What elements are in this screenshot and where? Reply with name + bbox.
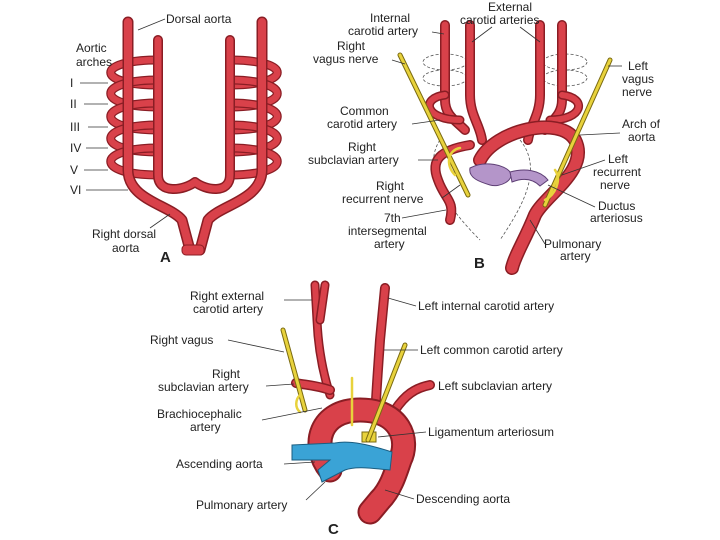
label-right-dorsal-aorta-line1: Right dorsal bbox=[92, 227, 156, 241]
dorsal-aortae bbox=[122, 16, 268, 256]
label-pulmonary-b-line2: artery bbox=[560, 249, 591, 263]
label-common-carotid-line2: carotid artery bbox=[327, 117, 397, 131]
label-seventh-intersegmental-line1: 7th bbox=[384, 211, 401, 225]
label-right-subclavian-c-line2: subclavian artery bbox=[158, 380, 249, 394]
label-left-vagus-line2: vagus bbox=[622, 72, 654, 86]
label-ductus-arteriosus-line1: Ductus bbox=[598, 199, 635, 213]
panel-c-nerves bbox=[280, 327, 408, 443]
label-left-common-carotid: Left common carotid artery bbox=[420, 343, 563, 357]
panel-b: Internal carotid artery External carotid… bbox=[308, 0, 661, 275]
label-internal-carotid-line2: carotid artery bbox=[348, 24, 418, 38]
label-external-carotid-line1: External bbox=[488, 0, 532, 14]
label-arch-of-aorta-line2: aorta bbox=[628, 130, 656, 144]
panel-b-letter: B bbox=[474, 255, 485, 272]
arch-numeral-5: V bbox=[70, 163, 78, 177]
label-external-carotid-line2: carotid arteries bbox=[460, 13, 539, 27]
label-right-vagus-line2: vagus nerve bbox=[313, 52, 379, 66]
label-seventh-intersegmental-line2: intersegmental bbox=[348, 224, 427, 238]
label-left-vagus-line1: Left bbox=[628, 59, 649, 73]
label-left-internal-carotid: Left internal carotid artery bbox=[418, 299, 554, 313]
label-brachiocephalic-line2: artery bbox=[190, 420, 221, 434]
label-pulmonary-artery-c: Pulmonary artery bbox=[196, 498, 287, 512]
label-dorsal-aorta: Dorsal aorta bbox=[166, 12, 232, 26]
arch-numeral-2: II bbox=[70, 97, 77, 111]
label-right-subclavian-b-line2: subclavian artery bbox=[308, 153, 399, 167]
label-aortic-arches-line1: Aortic bbox=[76, 41, 107, 55]
label-right-subclavian-b-line1: Right bbox=[348, 140, 377, 154]
label-right-recurrent-line1: Right bbox=[376, 179, 405, 193]
label-pulmonary-b-line1: Pulmonary bbox=[544, 237, 601, 251]
label-internal-carotid-line1: Internal bbox=[370, 11, 410, 25]
label-common-carotid-line1: Common bbox=[340, 104, 389, 118]
label-left-vagus-line3: nerve bbox=[622, 85, 652, 99]
label-left-recurrent-line2: recurrent bbox=[593, 165, 642, 179]
label-right-vagus-c: Right vagus bbox=[150, 333, 213, 347]
aortic-arch-c bbox=[309, 399, 415, 523]
label-right-external-carotid-line1: Right external bbox=[190, 289, 264, 303]
arch-numerals: I II III IV V VI bbox=[70, 76, 128, 197]
arch-numeral-3: III bbox=[70, 120, 80, 134]
label-right-subclavian-c-line1: Right bbox=[212, 367, 241, 381]
panel-a: Dorsal aorta Aortic arches I II III IV V… bbox=[70, 12, 282, 266]
label-left-recurrent-line1: Left bbox=[608, 152, 629, 166]
label-left-recurrent-line3: nerve bbox=[600, 178, 630, 192]
panel-c-letter: C bbox=[328, 521, 339, 538]
label-aortic-arches-line2: arches bbox=[76, 55, 112, 69]
panel-a-letter: A bbox=[160, 249, 171, 266]
label-right-recurrent-line2: recurrent nerve bbox=[342, 192, 424, 206]
pulmonary-artery-c bbox=[291, 441, 393, 483]
label-right-external-carotid-line2: carotid artery bbox=[193, 302, 263, 316]
panel-c: Right external carotid artery Left inter… bbox=[150, 280, 563, 538]
arch-of-aorta-b bbox=[474, 121, 584, 274]
label-right-vagus-line1: Right bbox=[337, 39, 366, 53]
label-arch-of-aorta-line1: Arch of bbox=[622, 117, 661, 131]
right-subclavian-b bbox=[431, 141, 474, 224]
label-descending-aorta: Descending aorta bbox=[416, 492, 510, 506]
arch-numeral-6: VI bbox=[70, 183, 81, 197]
label-brachiocephalic-line1: Brachiocephalic bbox=[157, 407, 242, 421]
label-ascending-aorta: Ascending aorta bbox=[176, 457, 263, 471]
label-ligamentum-arteriosum: Ligamentum arteriosum bbox=[428, 425, 554, 439]
aortic-arch-loops bbox=[106, 55, 282, 180]
label-ductus-arteriosus-line2: arteriosus bbox=[590, 211, 643, 225]
label-right-dorsal-aorta-line2: aorta bbox=[112, 241, 140, 255]
label-seventh-intersegmental-line3: artery bbox=[374, 237, 405, 251]
panel-b-nerves bbox=[397, 52, 613, 208]
aortic-sac bbox=[153, 35, 235, 256]
label-left-subclavian: Left subclavian artery bbox=[438, 379, 552, 393]
pulmonary-arteries-b bbox=[469, 163, 512, 187]
arch-numeral-4: IV bbox=[70, 141, 81, 155]
arch-numeral-1: I bbox=[70, 76, 73, 90]
